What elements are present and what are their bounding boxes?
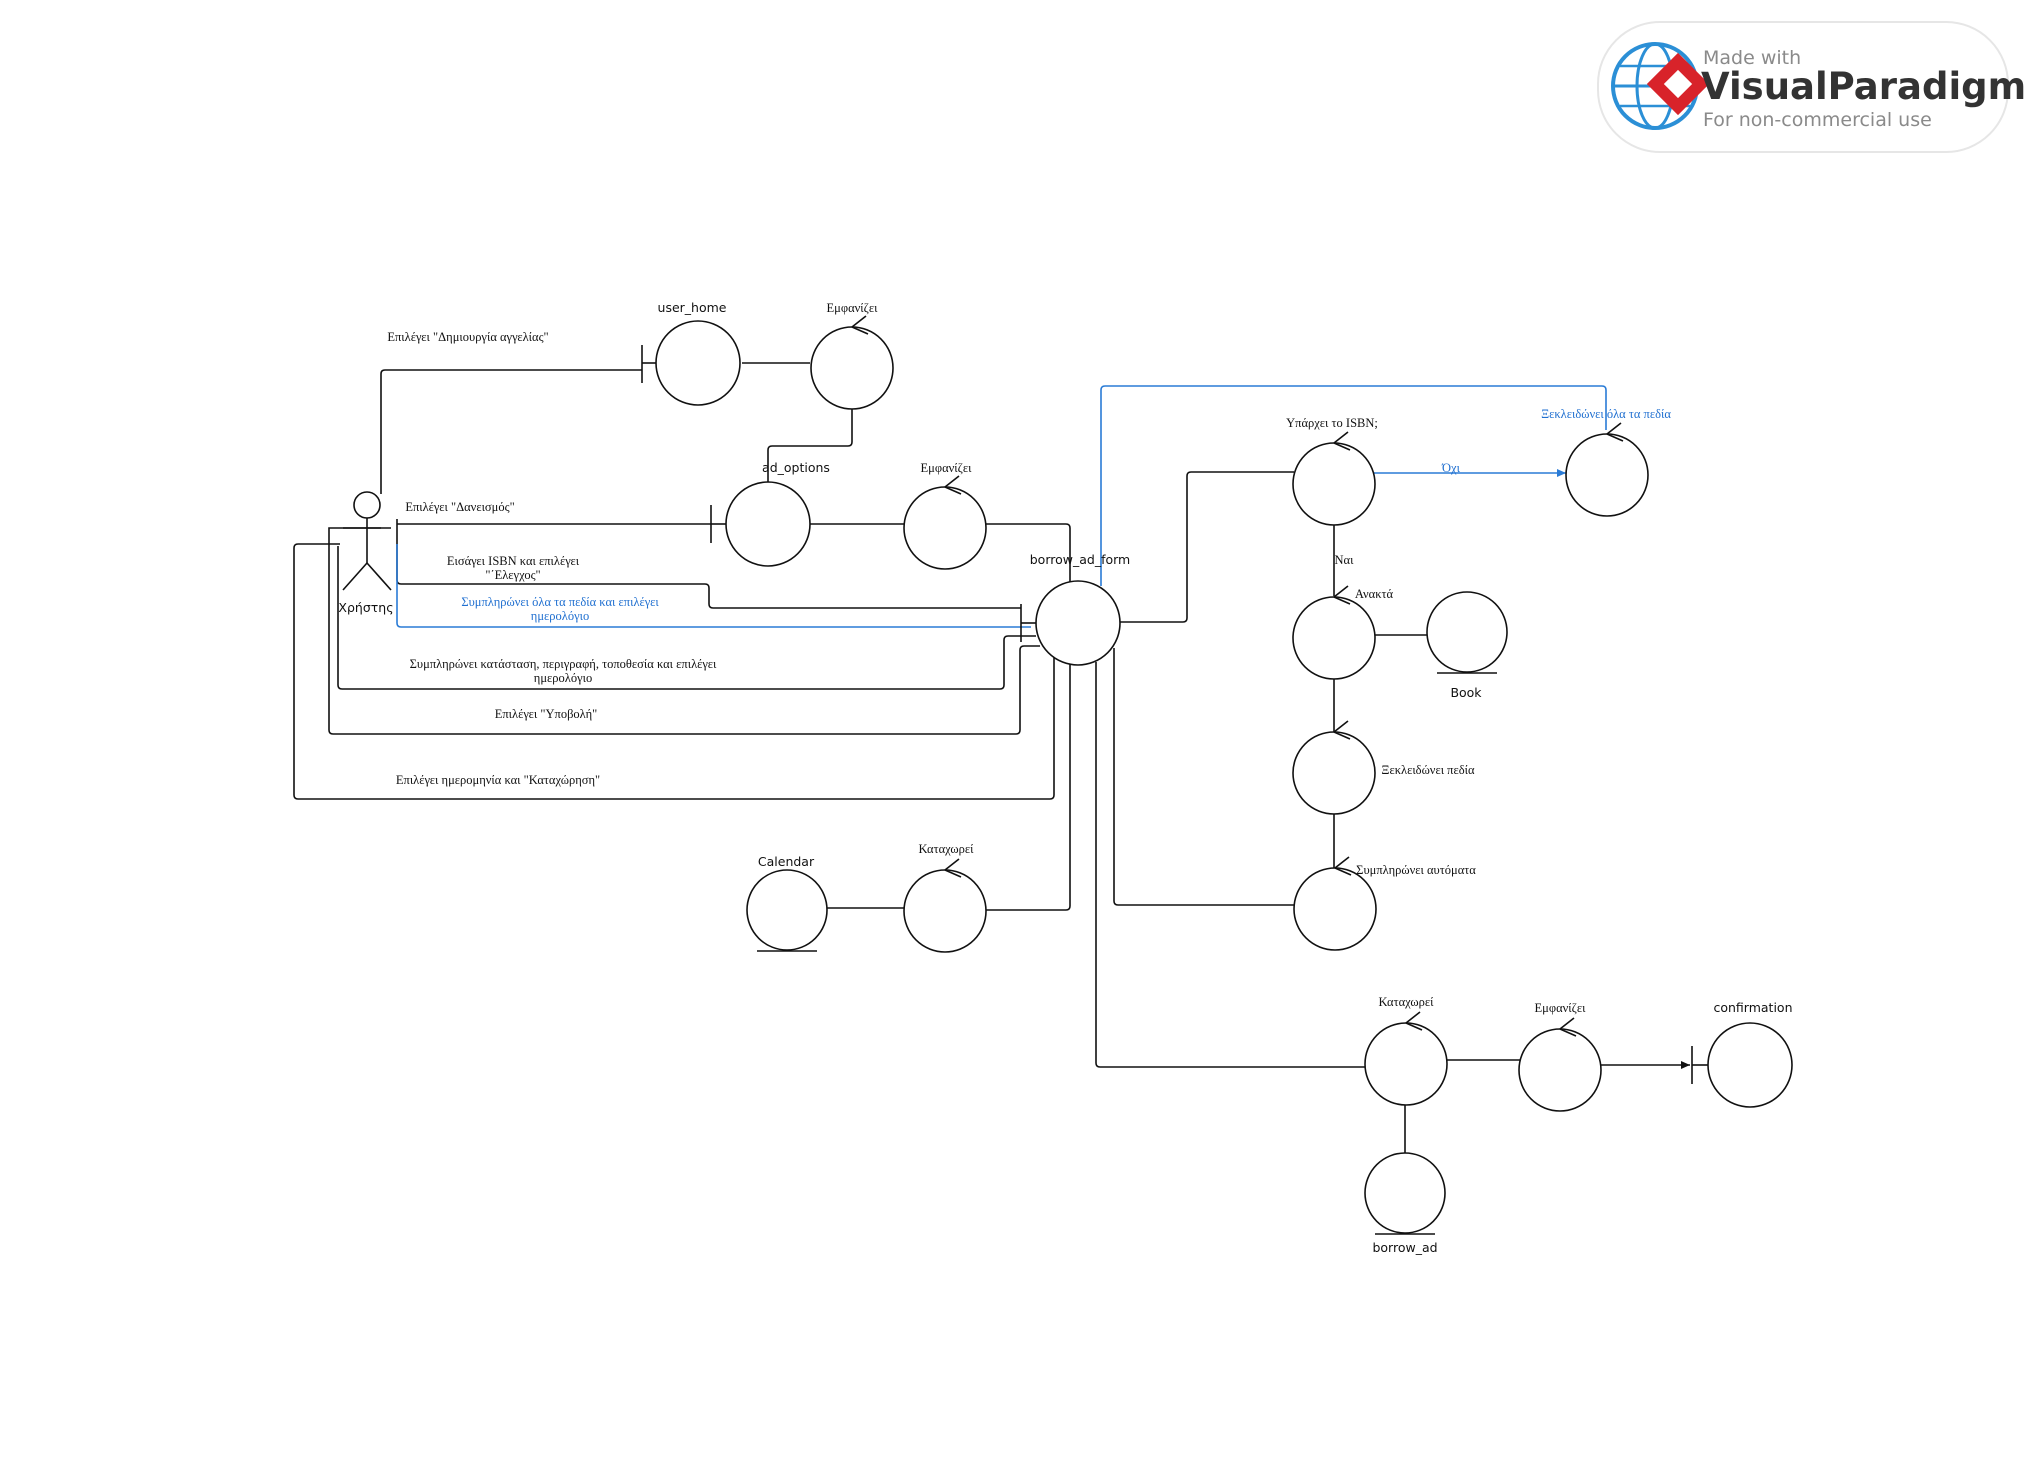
- boundary-borrow-ad-form[interactable]: borrow_ad_form: [1020, 552, 1130, 666]
- emfanizei-2-label: Εμφανίζει: [921, 461, 973, 475]
- control-symplirwnei-aftomata[interactable]: Συμπληρώνει αυτόματα: [1293, 856, 1476, 951]
- borrow-ad-label: borrow_ad: [1372, 1240, 1437, 1255]
- msg-yes: Ναι: [1335, 553, 1355, 567]
- emfanizei-1-label: Εμφανίζει: [827, 301, 879, 315]
- msg-borrow: Επιλέγει "Δανεισμός": [405, 500, 514, 514]
- control-emfanizei-2[interactable]: Εμφανίζει: [903, 461, 987, 570]
- watermark-line3: For non-commercial use: [1703, 109, 1932, 131]
- boundary-confirmation[interactable]: confirmation: [1691, 1000, 1793, 1108]
- xekleidwnei-pedia-label: Ξεκλειδώνει πεδία: [1381, 763, 1475, 777]
- control-anakta[interactable]: Ανακτά: [1292, 585, 1394, 680]
- msg-isbn-line1: Εισάγει ISBN και επιλέγει: [447, 554, 580, 568]
- message-labels: Επιλέγει "Δημιουργία αγγελίας" Επιλέγει …: [387, 330, 1460, 787]
- visual-paradigm-watermark: Made with VisualParadigm For non-commerc…: [1597, 21, 2026, 153]
- watermark-line1: Made with: [1703, 47, 1801, 69]
- borrow-ad-form-label: borrow_ad_form: [1030, 552, 1130, 567]
- entity-calendar[interactable]: Calendar: [746, 854, 828, 952]
- kataxwrei-1-label: Καταχωρεί: [918, 842, 974, 856]
- control-xekleidwnei-pedia[interactable]: Ξεκλειδώνει πεδία: [1292, 720, 1475, 815]
- control-emfanizei-3[interactable]: Εμφανίζει: [1518, 1001, 1602, 1112]
- message-lines: [293, 362, 1690, 1153]
- watermark-brand: VisualParadigm: [1701, 65, 2026, 108]
- kataxwrei-2-label: Καταχωρεί: [1378, 995, 1434, 1009]
- control-kataxwrei-1[interactable]: Καταχωρεί: [903, 842, 987, 953]
- msg-no: Όχι: [1441, 461, 1461, 475]
- entity-borrow-ad[interactable]: borrow_ad: [1364, 1152, 1446, 1255]
- ad-options-label: ad_options: [762, 460, 830, 475]
- user-home-label: user_home: [658, 300, 727, 315]
- alternative-flow-lines: [396, 385, 1607, 628]
- confirmation-label: confirmation: [1713, 1000, 1792, 1015]
- actor-name: Χρήστης: [338, 600, 393, 615]
- msg-fill-all-line1: Συμπληρώνει όλα τα πεδία και επιλέγει: [461, 595, 659, 609]
- msg-fill-state-line2: ημερολόγιο: [534, 671, 592, 685]
- book-label: Book: [1450, 685, 1482, 700]
- emfanizei-3-label: Εμφανίζει: [1535, 1001, 1587, 1015]
- anakta-label: Ανακτά: [1355, 587, 1394, 601]
- control-xekleidwnei-ola[interactable]: Ξεκλειδώνει όλα τα πεδία: [1541, 407, 1671, 517]
- actor-user: Χρήστης: [338, 491, 394, 615]
- msg-create-ad: Επιλέγει "Δημιουργία αγγελίας": [387, 330, 548, 344]
- control-kataxwrei-2[interactable]: Καταχωρεί: [1364, 995, 1448, 1106]
- control-yparxei-isbn[interactable]: Υπάρχει το ISBN;: [1286, 416, 1378, 526]
- boundary-ad-options[interactable]: ad_options: [710, 460, 830, 567]
- control-emfanizei-1[interactable]: Εμφανίζει: [810, 301, 894, 410]
- msg-isbn-line2: "΄Ελεγχος": [485, 568, 540, 582]
- msg-submit: Επιλέγει "Υποβολή": [495, 707, 598, 721]
- calendar-label: Calendar: [758, 854, 815, 869]
- symplirwnei-aftomata-label: Συμπληρώνει αυτόματα: [1356, 863, 1476, 877]
- yparxei-isbn-label: Υπάρχει το ISBN;: [1286, 416, 1378, 430]
- boundary-user-home[interactable]: user_home: [641, 300, 741, 406]
- msg-fill-state-line1: Συμπληρώνει κατάσταση, περιγραφή, τοποθε…: [410, 657, 717, 671]
- xekleidwnei-ola-label: Ξεκλειδώνει όλα τα πεδία: [1541, 407, 1671, 421]
- msg-select-date: Επιλέγει ημερομηνία και "Καταχώρηση": [396, 773, 600, 787]
- msg-fill-all-line2: ημερολόγιο: [531, 609, 589, 623]
- entity-book[interactable]: Book: [1426, 591, 1508, 700]
